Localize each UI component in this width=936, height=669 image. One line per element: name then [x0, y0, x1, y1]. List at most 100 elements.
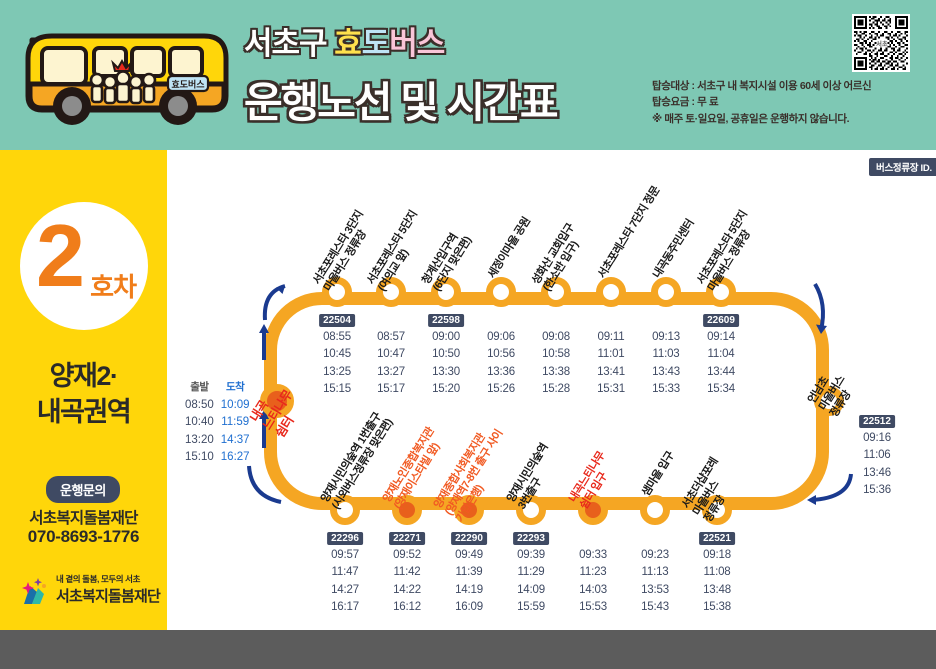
time-entry: 11:39: [455, 566, 483, 579]
direction-arrow-bottom-right: [807, 473, 853, 505]
foundation-logo-tagline: 내 곁의 돌봄, 모두의 서초: [56, 574, 141, 584]
direction-arrow-right-down: [813, 282, 827, 334]
time-entry: 14:27: [331, 583, 359, 596]
time-entry: 15:34: [707, 383, 735, 396]
route-number-badge: 2 호차: [20, 202, 148, 330]
direction-arrow-bottom-left: [247, 465, 282, 504]
foundation-logo: 내 곁의 돌봄, 모두의 서초 서초복지돌봄재단: [18, 570, 161, 612]
stop-node-right[interactable]: [814, 386, 844, 416]
direction-arrow-left-vertical: [259, 324, 269, 360]
stop-label-line: 내곡동주민센터: [651, 217, 697, 281]
stop-id-top-7: 22609: [703, 314, 739, 327]
stop-node-top-6[interactable]: [651, 277, 681, 307]
svg-text:서초: 서초: [876, 39, 888, 48]
stop-node-top-0[interactable]: [322, 277, 352, 307]
header-title-block: 서초구 효도버스 운행노선 및 시간표: [244, 18, 644, 138]
stop-node-bottom-1[interactable]: [392, 495, 422, 525]
time-entry: 15:26: [487, 383, 515, 396]
route-sidebar: 2 호차 양재2· 내곡권역 운행문의 서초복지돌봄재단 070-8693-17…: [0, 150, 167, 630]
direction-arrow-left-up: [262, 284, 286, 321]
time-entry: 14:22: [393, 583, 421, 596]
time-entry: 09:16: [863, 432, 891, 444]
header-title-line2: 운행노선 및 시간표: [244, 79, 558, 126]
contact-phone-number[interactable]: 070-8693-1776: [27, 527, 140, 546]
time-entry: 15:38: [703, 601, 731, 614]
route-area-line1: 양재2·: [49, 361, 119, 391]
time-entry: 13:25: [323, 365, 351, 378]
time-entry: 13:46: [863, 466, 891, 479]
time-entry: 10:58: [542, 348, 570, 361]
time-entry: 09:49: [455, 549, 483, 561]
stop-node-top-7[interactable]: [706, 277, 736, 307]
terminal-col-depart: 출발: [190, 381, 209, 393]
page-header: 효도버스 서초구 효도버스 운행노선 및 시간표 탑승대상 : 서초구 내 복지…: [0, 0, 936, 150]
stop-id-bottom-1: 22271: [389, 532, 425, 545]
page-footer: [0, 630, 936, 669]
stop-node-bottom-0[interactable]: [330, 495, 360, 525]
contact-organization: 서초복지돌봄재단: [29, 510, 138, 527]
time-entry: 09:18: [703, 549, 731, 561]
time-entry: 08:57: [377, 331, 405, 343]
stop-id-legend: 버스정류장 ID.: [869, 158, 936, 176]
stop-id-bottom-3: 22293: [513, 532, 549, 545]
stop-node-top-1[interactable]: [376, 277, 406, 307]
time-entry: 15:36: [863, 484, 891, 497]
stop-node-bottom-6[interactable]: [702, 495, 732, 525]
route-number: 2: [36, 206, 85, 305]
foundation-logo-name: 서초복지돌봄재단: [56, 588, 161, 605]
header-title-line1: 서초구 효도버스: [244, 26, 445, 61]
stop-id-bottom-0: 22296: [327, 532, 363, 545]
stop-node-top-5[interactable]: [596, 277, 626, 307]
stop-node-top-3[interactable]: [486, 277, 516, 307]
time-entry: 10:56: [487, 348, 515, 361]
stop-id-bottom-2: 22290: [451, 532, 487, 545]
stop-label-top-5: 서초포레스타 7단지 정문: [596, 185, 663, 281]
time-entry: 10:47: [377, 348, 405, 361]
time-entry: 08:55: [323, 331, 351, 343]
route-area-name: 양재2· 내곡권역: [0, 358, 167, 431]
stop-node-bottom-5[interactable]: [640, 495, 670, 525]
note-eligibility: 탑승대상 : 서초구 내 복지시설 이용 60세 이상 어르신: [652, 80, 872, 92]
qr-code[interactable]: 서초: [852, 14, 910, 72]
time-entry: 15:33: [652, 383, 680, 396]
time-entry: 11:29: [517, 566, 545, 579]
time-entry: 13:44: [707, 365, 735, 378]
time-entry: 09:57: [331, 549, 359, 561]
time-entry: 09:00: [432, 331, 460, 343]
time-entry: 15:17: [377, 383, 405, 396]
time-entry: 15:59: [517, 601, 545, 614]
stop-label-line: 서초포레스타 7단지 정문: [596, 184, 663, 281]
time-entry: 09:52: [393, 549, 421, 561]
time-entry: 15:28: [542, 383, 570, 396]
time-entry: 16:17: [331, 601, 359, 614]
header-notes: 탑승대상 : 서초구 내 복지시설 이용 60세 이상 어르신 탑승요금 : 무…: [652, 78, 918, 127]
stop-node-bottom-3[interactable]: [516, 495, 546, 525]
stop-node-bottom-2[interactable]: [454, 495, 484, 525]
stop-id-bottom-6: 22521: [699, 532, 735, 545]
stop-node-bottom-4[interactable]: [578, 495, 608, 525]
time-entry: 15:20: [432, 383, 460, 396]
stop-node-top-2[interactable]: [431, 277, 461, 307]
time-entry: 09:14: [707, 331, 735, 343]
stop-node-terminal[interactable]: [260, 384, 294, 418]
time-entry: 14:03: [579, 583, 607, 596]
contact-pill-label: 운행문의: [46, 476, 120, 503]
time-entry: 14:19: [455, 583, 483, 596]
time-entry: 10:45: [323, 348, 351, 361]
time-entry: 09:13: [652, 331, 680, 343]
stop-id-right: 22512: [859, 415, 895, 428]
stop-id-top-0: 22504: [319, 314, 355, 327]
time-entry: 15:43: [641, 601, 669, 614]
stop-node-top-4[interactable]: [541, 277, 571, 307]
